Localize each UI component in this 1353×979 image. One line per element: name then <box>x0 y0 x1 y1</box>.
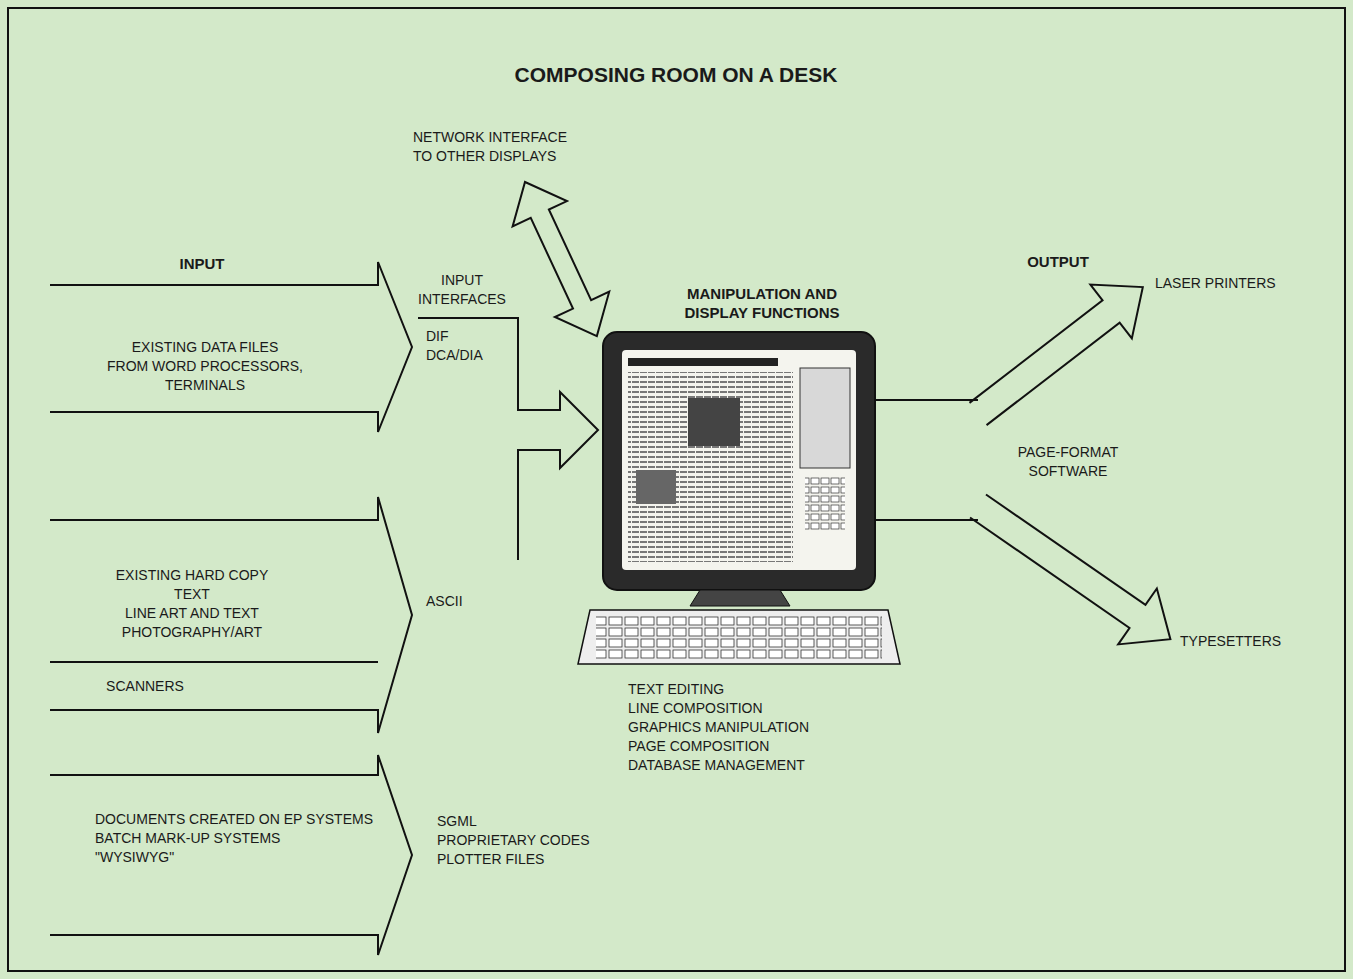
keyboard-keys <box>596 615 882 659</box>
source-label: SCANNERS <box>106 677 184 696</box>
function-item: PAGE COMPOSITION <box>628 737 769 756</box>
screen-headline <box>628 358 778 366</box>
input-source-box: DOCUMENTS CREATED ON EP SYSTEMS BATCH MA… <box>95 810 373 867</box>
source-label: EXISTING HARD COPY TEXT LINE ART AND TEX… <box>116 566 268 642</box>
section-heading: INPUT <box>180 254 225 273</box>
screen-picture <box>636 470 676 504</box>
output-arrow <box>959 478 1190 667</box>
format-label: DIF <box>426 327 449 346</box>
input-arrow <box>50 755 412 955</box>
format-label: PROPRIETARY CODES <box>437 831 589 850</box>
source-label: DOCUMENTS CREATED ON EP SYSTEMS BATCH MA… <box>95 810 373 867</box>
screen-panel <box>800 368 850 468</box>
frame <box>8 8 1345 971</box>
network-label: NETWORK INTERFACE TO OTHER DISPLAYS <box>413 128 567 166</box>
diagram-title: COMPOSING ROOM ON A DESK <box>515 62 838 88</box>
interface-arrow <box>418 318 598 560</box>
interface-heading: INPUT INTERFACES <box>418 271 506 309</box>
function-item: GRAPHICS MANIPULATION <box>628 718 809 737</box>
function-item: DATABASE MANAGEMENT <box>628 756 805 775</box>
divider-line <box>50 661 378 663</box>
screen <box>622 350 856 570</box>
screen-picture <box>688 398 740 446</box>
section-heading: OUTPUT <box>1027 252 1089 271</box>
format-label: ASCII <box>426 592 463 611</box>
output-stem <box>876 400 978 520</box>
monitor-stand <box>690 590 790 606</box>
input-source-box: EXISTING HARD COPY TEXT LINE ART AND TEX… <box>116 566 268 642</box>
output-arrow <box>957 260 1163 441</box>
format-label: SGML <box>437 812 477 831</box>
screen-buttons <box>805 476 845 530</box>
output-label: TYPESETTERS <box>1180 632 1281 651</box>
network-double-arrow <box>498 169 624 348</box>
source-label: EXISTING DATA FILES FROM WORD PROCESSORS… <box>107 338 303 395</box>
software-label: PAGE-FORMAT SOFTWARE <box>1018 443 1119 481</box>
screen-text <box>628 372 793 562</box>
computer-illustration <box>578 332 900 664</box>
keyboard <box>578 610 900 664</box>
input-arrow <box>50 262 412 432</box>
format-label: DCA/DIA <box>426 346 483 365</box>
monitor <box>603 332 875 590</box>
input-source-box: SCANNERS <box>106 677 184 696</box>
function-item: LINE COMPOSITION <box>628 699 763 718</box>
input-arrow <box>50 497 412 733</box>
input-source-box: EXISTING DATA FILES FROM WORD PROCESSORS… <box>107 338 303 395</box>
function-item: TEXT EDITING <box>628 680 724 699</box>
output-label: LASER PRINTERS <box>1155 274 1276 293</box>
format-label: PLOTTER FILES <box>437 850 544 869</box>
function-heading: MANIPULATION AND DISPLAY FUNCTIONS <box>684 284 839 322</box>
